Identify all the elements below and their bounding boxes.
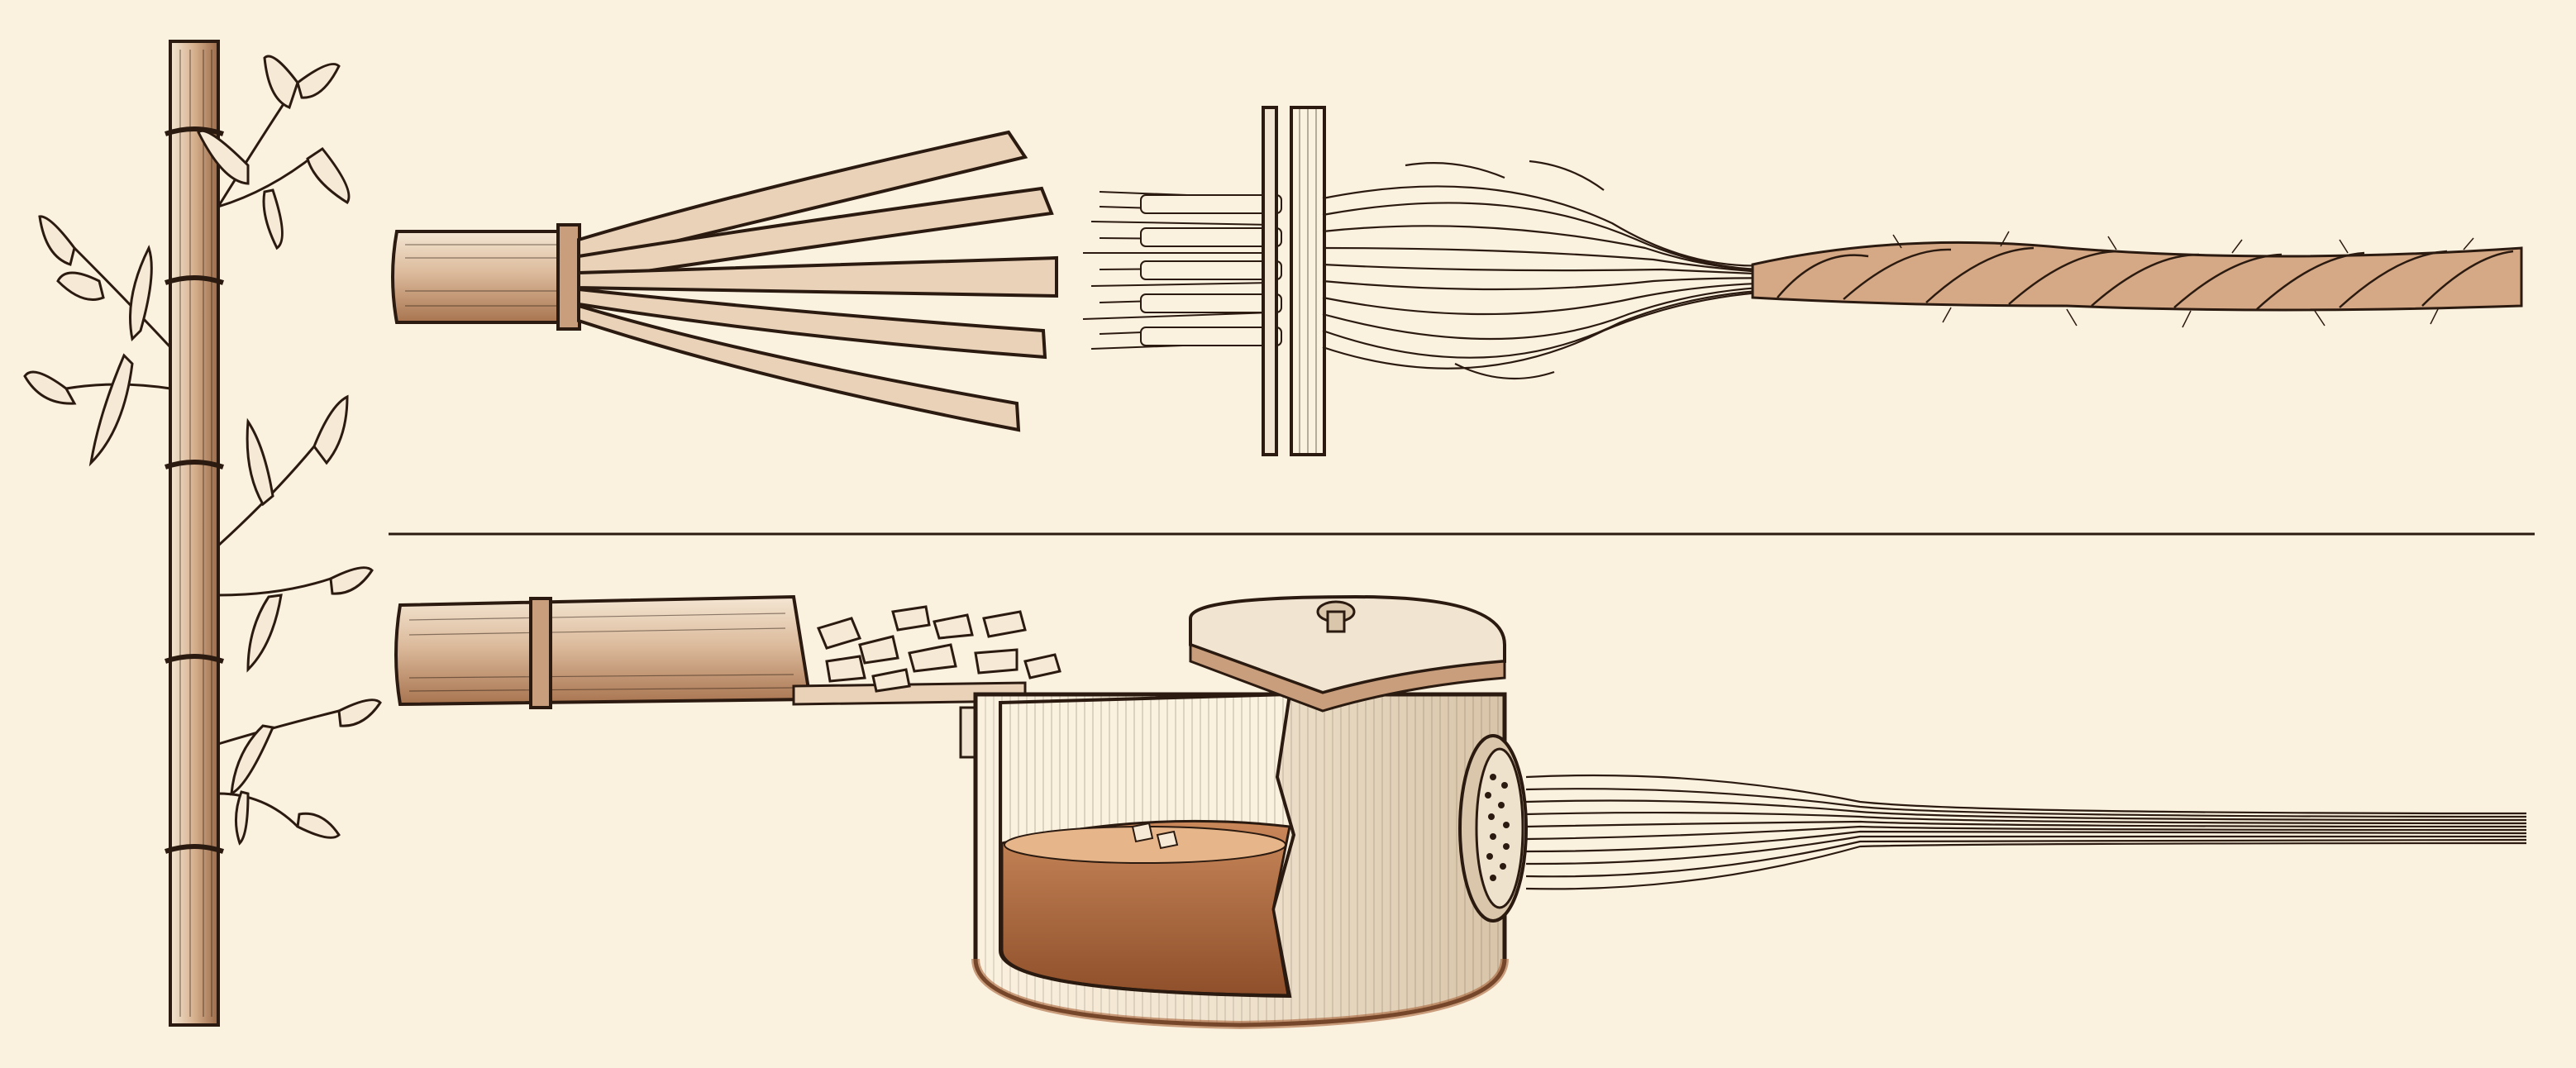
- split-strips-icon: [577, 130, 1058, 432]
- bamboo-culm-icon: [391, 223, 581, 331]
- chemical-route: [394, 594, 2527, 1030]
- mechanical-route: [391, 106, 2523, 456]
- regenerated-filaments-icon: [1525, 774, 2527, 890]
- spinneret-icon: [1458, 734, 1528, 923]
- loose-fibers-icon: [1082, 191, 1282, 350]
- bamboo-plant-icon: [23, 40, 382, 1027]
- dissolving-vessel-icon: [959, 594, 1509, 1030]
- fiber-bundle-icon: [1322, 160, 1820, 380]
- bamboo-culm-icon: [394, 594, 1027, 709]
- twisted-yarn-icon: [1751, 231, 2523, 328]
- comb-icon: [1262, 106, 1326, 456]
